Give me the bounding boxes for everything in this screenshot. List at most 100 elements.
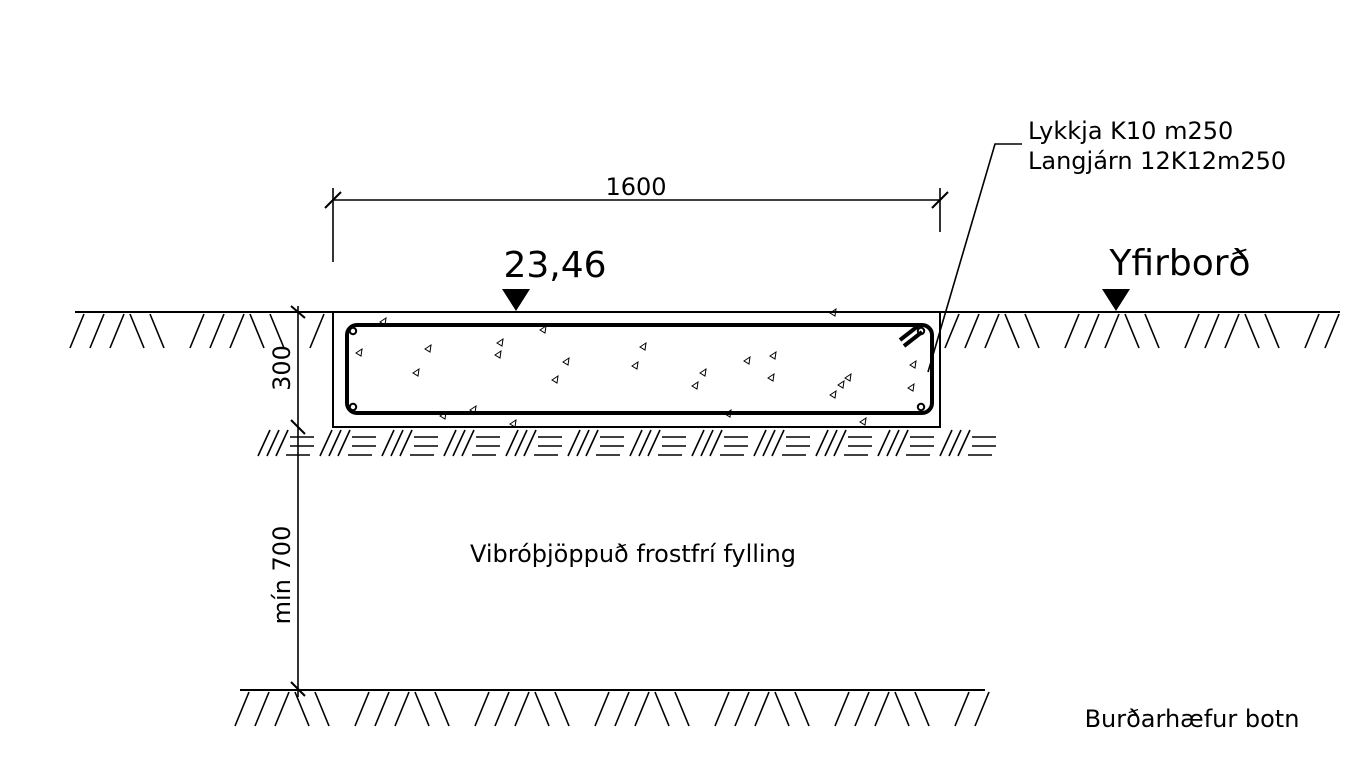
- hatch-stroke: [1144, 313, 1160, 349]
- hatch-stroke: [1304, 313, 1320, 349]
- rebar-leader: [927, 143, 1022, 373]
- rebar-hook: [902, 330, 924, 348]
- hatch-stroke: [886, 429, 900, 457]
- aggregate-mark: [829, 307, 837, 317]
- hatch-stroke: [774, 691, 790, 727]
- hatch-stroke: [274, 691, 290, 727]
- hatch-stroke: [647, 429, 661, 457]
- hatch-stroke: [824, 429, 838, 457]
- slab-thickness-label: 300: [268, 345, 296, 391]
- hatch-stroke: [895, 429, 909, 457]
- hatch-stroke: [249, 313, 265, 349]
- hatch-stroke: [629, 429, 643, 457]
- hatch-stroke: [275, 429, 289, 457]
- hatch-stroke: [328, 429, 342, 457]
- aggregate-mark: [909, 359, 917, 369]
- hatch-stroke: [815, 429, 829, 457]
- hatch-stroke: [229, 313, 245, 349]
- hatch-stroke: [149, 313, 165, 349]
- hatch-stroke: [554, 691, 570, 727]
- hatch-stroke: [452, 429, 466, 457]
- hatch-stroke: [234, 691, 250, 727]
- hatch-stroke: [753, 429, 767, 457]
- hatch-stroke: [314, 691, 330, 727]
- hatch-stroke: [266, 429, 280, 457]
- hatch-stroke: [1264, 313, 1280, 349]
- hatch-stroke: [505, 429, 519, 457]
- hatch-stroke: [514, 691, 530, 727]
- hatch-stroke: [964, 313, 980, 349]
- aggregate-mark: [494, 349, 502, 359]
- aggregate-mark: [844, 372, 852, 382]
- width-dimension: [324, 188, 949, 262]
- aggregate-mark: [539, 324, 547, 334]
- hatch-stroke: [1004, 313, 1020, 349]
- aggregate-mark: [439, 410, 447, 420]
- aggregate-mark: [562, 356, 570, 366]
- hatch-stroke: [109, 313, 125, 349]
- level-label: 23,46: [503, 245, 606, 286]
- hatch-stroke: [414, 691, 430, 727]
- hatch-stroke: [567, 429, 581, 457]
- hatch-stroke: [494, 691, 510, 727]
- hatch-stroke: [700, 429, 714, 457]
- hatch-stroke: [309, 313, 325, 349]
- hatch-stroke: [69, 313, 85, 349]
- rebar-bar: [916, 402, 926, 412]
- hatch-stroke: [209, 313, 225, 349]
- aggregate-mark: [859, 416, 867, 426]
- aggregate-mark: [631, 360, 639, 370]
- hatch-stroke: [834, 691, 850, 727]
- hatch-stroke: [319, 429, 333, 457]
- aggregate-mark: [699, 367, 707, 377]
- hatch-stroke: [1184, 313, 1200, 349]
- aggregate-mark: [743, 355, 751, 365]
- surface-label: Yfirborð: [1108, 243, 1250, 284]
- compaction-hatching: [257, 429, 996, 457]
- hatch-stroke: [638, 429, 652, 457]
- vertical-dimension: [290, 305, 306, 697]
- hatch-stroke: [189, 313, 205, 349]
- level-triangle-icon: [502, 289, 530, 311]
- hatch-stroke: [394, 691, 410, 727]
- aggregate-mark: [496, 337, 504, 347]
- hatch-stroke: [833, 429, 847, 457]
- aggregate-mark: [829, 389, 837, 399]
- rebar-label-line1: Lykkja K10 m250: [1028, 117, 1233, 145]
- aggregate-mark: [767, 372, 775, 382]
- hatch-stroke: [954, 691, 970, 727]
- hatch-stroke: [257, 429, 271, 457]
- hatch-stroke: [974, 691, 990, 727]
- aggregate-mark: [424, 343, 432, 353]
- hatch-stroke: [269, 313, 285, 349]
- hatch-stroke: [443, 429, 457, 457]
- hatch-stroke: [576, 429, 590, 457]
- surface-triangle-icon: [1102, 289, 1130, 311]
- aggregate-mark: [379, 316, 387, 326]
- hatch-stroke: [390, 429, 404, 457]
- hatch-stroke: [523, 429, 537, 457]
- hatch-stroke: [674, 691, 690, 727]
- hatch-stroke: [1224, 313, 1240, 349]
- aggregate-mark: [907, 382, 915, 392]
- aggregate-mark: [412, 367, 420, 377]
- hatch-stroke: [754, 691, 770, 727]
- bottom-label: Burðarhæfur botn: [1085, 705, 1300, 733]
- hatch-stroke: [894, 691, 910, 727]
- hatch-stroke: [734, 691, 750, 727]
- hatch-stroke: [634, 691, 650, 727]
- hatch-stroke: [514, 429, 528, 457]
- hatch-stroke: [585, 429, 599, 457]
- hatch-stroke: [854, 691, 870, 727]
- hatch-stroke: [294, 691, 310, 727]
- rebar-loop: [345, 323, 934, 415]
- rebar-bar: [348, 402, 358, 412]
- hatch-stroke: [1024, 313, 1040, 349]
- hatch-stroke: [654, 691, 670, 727]
- hatch-stroke: [254, 691, 270, 727]
- hatch-stroke: [129, 313, 145, 349]
- hatch-stroke: [1204, 313, 1220, 349]
- hatch-stroke: [434, 691, 450, 727]
- hatch-stroke: [874, 691, 890, 727]
